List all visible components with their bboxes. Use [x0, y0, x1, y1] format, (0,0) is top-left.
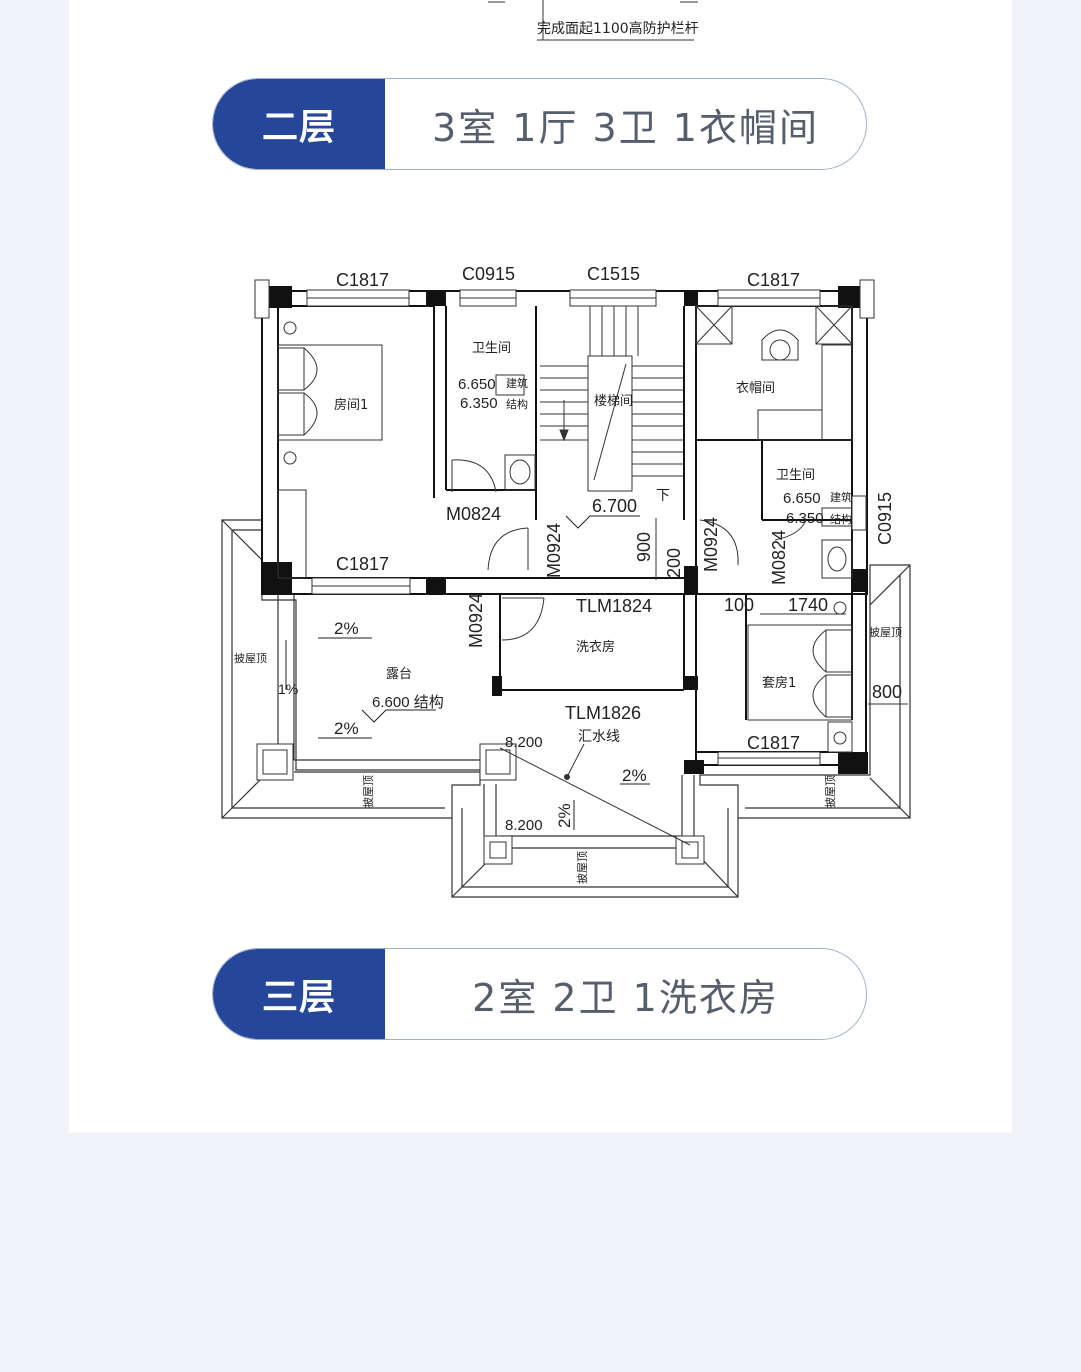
room-laundry: 洗衣房	[576, 639, 615, 655]
sloped-roof-right: 披屋顶	[869, 625, 902, 639]
furniture	[277, 305, 853, 721]
roof-outline	[221, 519, 911, 898]
roof-gutter	[499, 743, 691, 846]
level-bath1-arch-note: 建筑	[506, 376, 528, 390]
level-bath1-struct: 6.350	[460, 395, 498, 412]
sloped-roof-left: 披屋顶	[234, 651, 267, 665]
room-terrace: 露台	[386, 667, 412, 682]
door-m0824-right: M0824	[769, 530, 789, 585]
level-labels: 6.650 建筑 6.350 结构 6.650 建筑 6.350 结构 6.70…	[372, 376, 852, 834]
sloped-roof-bottom-right: 披屋顶	[823, 775, 837, 808]
door-m0924-right: M0924	[701, 517, 721, 572]
floor-3-description: 2室 2卫 1洗衣房	[472, 975, 779, 1020]
slope-arrows	[285, 637, 650, 830]
room-labels: 卫生间 房间1 楼梯间 衣帽间 卫生间 洗衣房 露台 套房1	[334, 341, 815, 691]
slope-roof-right: 2%	[622, 766, 647, 785]
content-card	[69, 0, 1012, 1133]
slope-roof-vertical: 2%	[555, 803, 574, 828]
room-closet: 衣帽间	[736, 380, 775, 396]
window-c1817-top-right: C1817	[747, 270, 800, 290]
slope-terrace-lower: 2%	[334, 719, 359, 738]
window-c1515: C1515	[587, 264, 640, 284]
level-roof-a: 8.200	[505, 734, 543, 751]
room-bath-1: 卫生间	[472, 341, 511, 356]
staircase	[540, 306, 684, 492]
door-labels: M0824 M0924 M0924 M0824 M0924 TLM1824 TL…	[446, 504, 789, 723]
floor-3-banner: 三层 2室 2卫 1洗衣房	[212, 948, 867, 1040]
level-bath2-struct: 6.350	[786, 510, 824, 527]
door-tlm1826: TLM1826	[565, 703, 641, 723]
dim-1740: 1740	[788, 595, 828, 615]
level-roof-b: 8.200	[505, 817, 543, 834]
sloped-roof-bottom-center: 披屋顶	[575, 851, 589, 884]
level-bath1-arch: 6.650	[458, 376, 496, 393]
window-c0915-right: C0915	[875, 492, 895, 545]
floor-2-banner: 二层 3室 1厅 3卫 1衣帽间	[212, 78, 867, 170]
dim-900: 900	[634, 532, 654, 562]
door-m0924-stair: M0924	[544, 523, 564, 578]
window-c0915-top: C0915	[462, 264, 515, 284]
exterior-walls	[261, 290, 868, 766]
level-bath1-struct-note: 结构	[506, 397, 528, 411]
slope-labels: 2% 2% 1% 2% 2%	[278, 619, 647, 828]
floor-3-tag: 三层	[213, 949, 385, 1039]
dim-200: 200	[664, 548, 684, 578]
room-suite-1: 套房1	[762, 675, 796, 691]
room-bath-2: 卫生间	[776, 468, 815, 483]
level-bath2-struct-note: 结构	[830, 512, 852, 526]
floor-2-description: 3室 1厅 3卫 1衣帽间	[432, 105, 819, 150]
window-c1817-middle: C1817	[336, 554, 389, 574]
sloped-roof-bottom-left: 披屋顶	[361, 775, 375, 808]
room-bedroom-1: 房间1	[334, 397, 368, 413]
annotation-notes: 下 汇水线 披屋顶 披屋顶 披屋顶 披屋顶 披屋顶	[234, 488, 902, 884]
gutter-note: 汇水线	[578, 729, 620, 745]
guardrail-note: 完成面起1100高防护栏杆	[537, 20, 699, 37]
level-terrace: 6.600 结构	[372, 694, 444, 711]
room-stairwell: 楼梯间	[594, 394, 633, 409]
door-m0824-left: M0824	[446, 504, 501, 524]
dim-800: 800	[872, 682, 902, 702]
level-bath2-arch-note: 建筑	[830, 490, 852, 504]
door-tlm1824: TLM1824	[576, 596, 652, 616]
floor-2-tag: 二层	[213, 79, 385, 169]
door-m0924-terrace: M0924	[466, 593, 486, 648]
window-c1817-bottom-right: C1817	[747, 733, 800, 753]
level-markers	[361, 515, 640, 723]
level-bath2-arch: 6.650	[783, 490, 821, 507]
slope-terrace-upper: 2%	[334, 619, 359, 638]
stair-down-note: 下	[656, 488, 670, 504]
dimension-labels: 900 200 100 1740 800	[634, 532, 902, 702]
window-labels: C1817 C0915 C1515 C1817 C1817 C1817 C091…	[336, 264, 895, 753]
dim-100: 100	[724, 595, 754, 615]
previous-plan-fragment: 完成面起1100高防护栏杆	[488, 0, 699, 41]
slope-terrace-side: 1%	[278, 681, 298, 697]
terrace-railing	[277, 594, 695, 849]
drain-symbols	[283, 321, 847, 745]
window-frames	[306, 289, 867, 766]
level-stair-landing: 6.700	[592, 496, 637, 516]
window-c1817-top-left: C1817	[336, 270, 389, 290]
dimension-lines	[655, 518, 908, 705]
door-swings	[451, 459, 807, 641]
